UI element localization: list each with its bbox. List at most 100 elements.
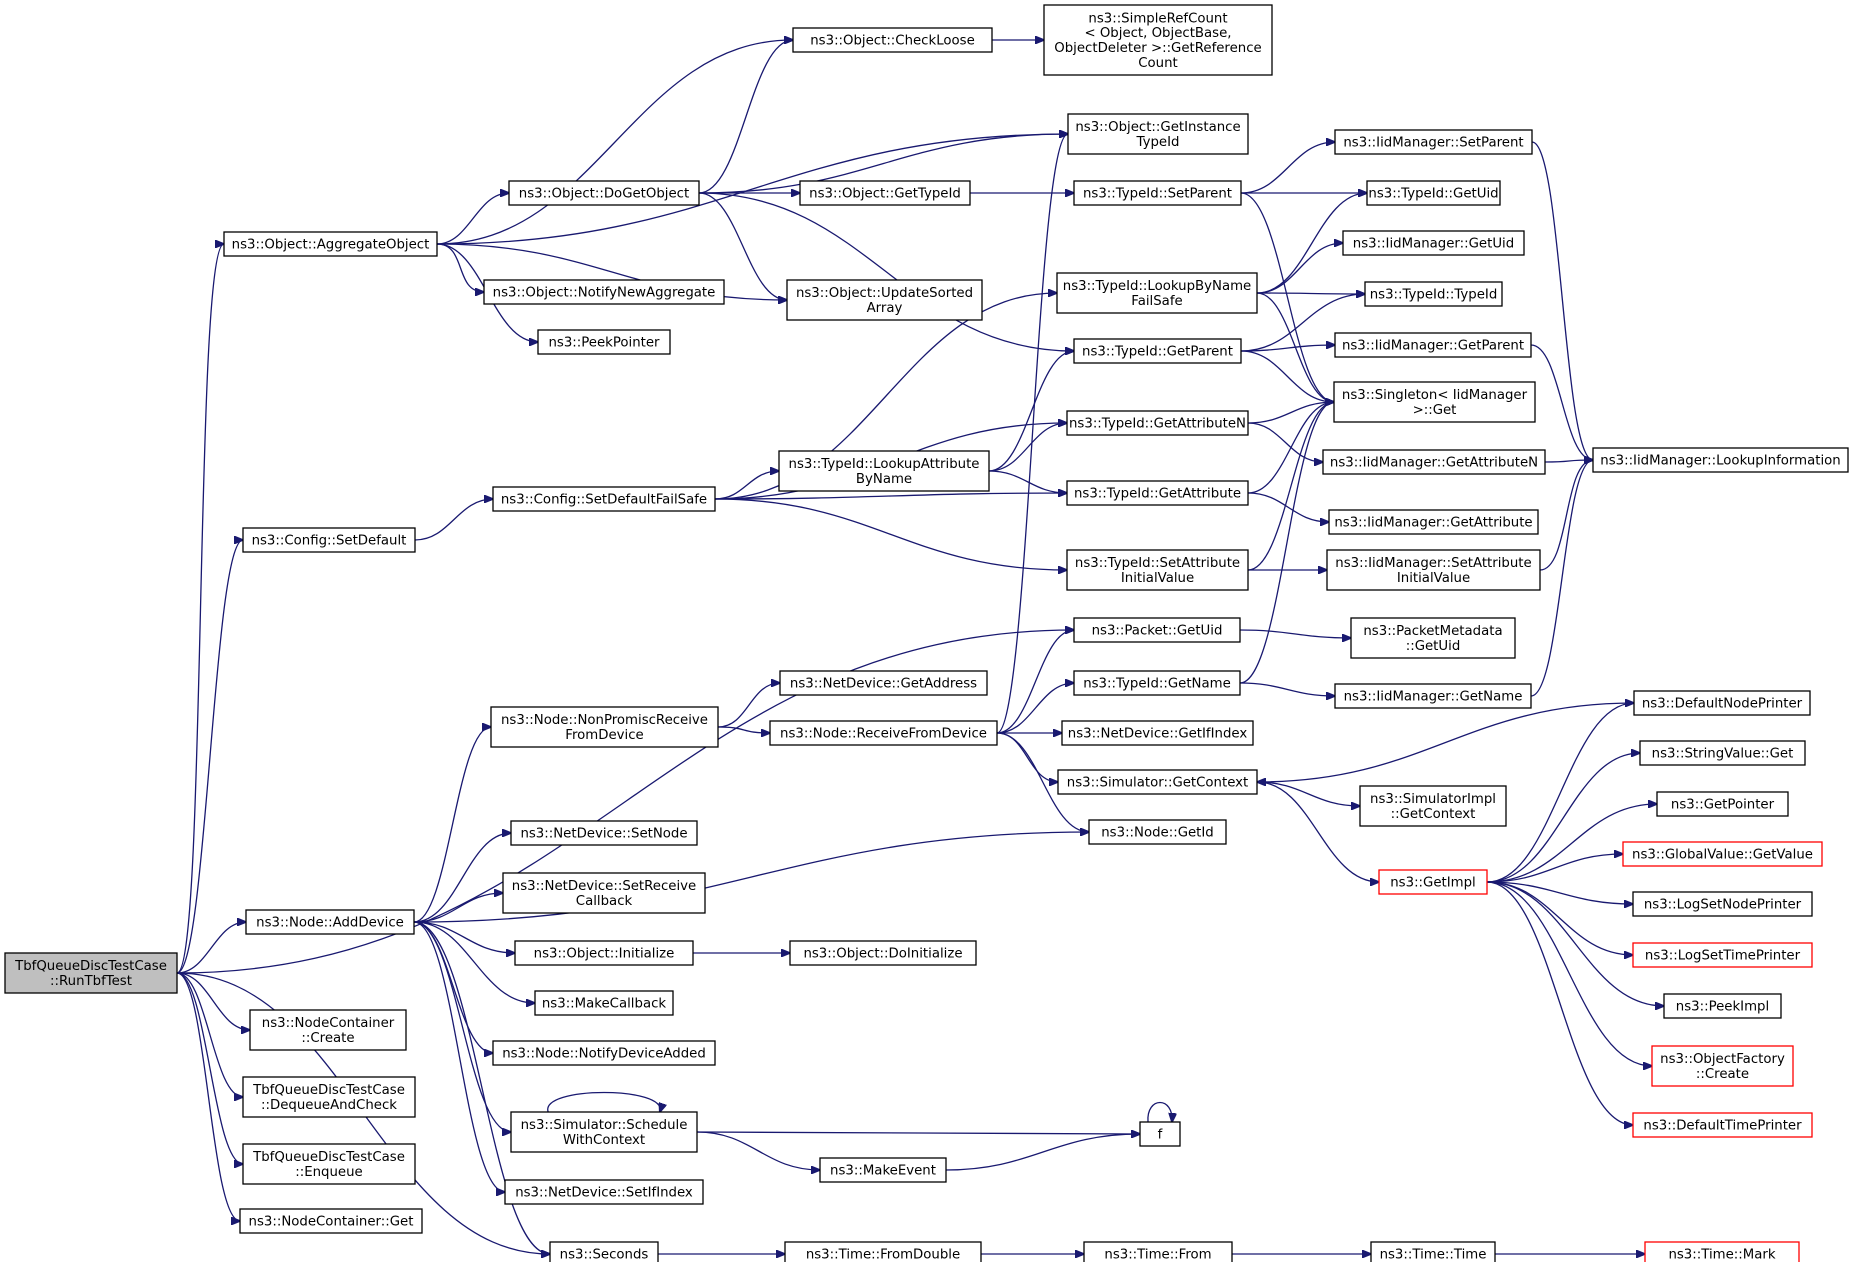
- node-f[interactable]: f: [1139, 1121, 1181, 1147]
- node-lognodeprinter[interactable]: ns3::LogSetNodePrinter: [1632, 891, 1813, 917]
- node-iidsetattr[interactable]: ns3::IidManager::SetAttributeInitialValu…: [1326, 549, 1541, 591]
- edge-adddev-to-seconds: [413, 921, 550, 1254]
- node-iidgetuid[interactable]: ns3::IidManager::GetUid: [1342, 230, 1525, 256]
- node-iidgetparent[interactable]: ns3::IidManager::GetParent: [1334, 332, 1532, 358]
- node-gvgetvalue[interactable]: ns3::GlobalValue::GetValue: [1622, 841, 1823, 867]
- node-adddev[interactable]: ns3::Node::AddDevice: [245, 909, 415, 935]
- node-defnodeprinter[interactable]: ns3::DefaultNodePrinter: [1633, 690, 1811, 716]
- node-setdeffs[interactable]: ns3::Config::SetDefaultFailSafe: [492, 486, 716, 512]
- node-simpleref[interactable]: ns3::SimpleRefCount< Object, ObjectBase,…: [1043, 4, 1273, 76]
- node-getparent[interactable]: ns3::TypeId::GetParent: [1073, 338, 1242, 364]
- node-timetime[interactable]: ns3::Time::Time: [1370, 1241, 1496, 1262]
- node-tgetuid[interactable]: ns3::TypeId::GetUid: [1366, 180, 1501, 206]
- node-root[interactable]: TbfQueueDiscTestCase::RunTbfTest: [4, 952, 178, 994]
- node-getaddr[interactable]: ns3::NetDevice::GetAddress: [779, 670, 988, 696]
- node-makecb[interactable]: ns3::MakeCallback: [534, 990, 674, 1016]
- node-pmuid[interactable]: ns3::PacketMetadata::GetUid: [1350, 617, 1516, 659]
- node-box: [537, 329, 671, 355]
- edge-schedctx-to-schedctx: [547, 1091, 661, 1113]
- node-tsetparent[interactable]: ns3::TypeId::SetParent: [1073, 180, 1242, 206]
- node-gettypeid[interactable]: ns3::Object::GetTypeId: [799, 180, 971, 206]
- node-checkloose[interactable]: ns3::Object::CheckLoose: [792, 27, 993, 53]
- node-iidgetattr[interactable]: ns3::IidManager::GetAttribute: [1328, 509, 1539, 535]
- node-box: [778, 450, 990, 492]
- node-label: ns3::Time::Time: [1380, 1248, 1487, 1262]
- node-enq[interactable]: TbfQueueDiscTestCase::Enqueue: [242, 1143, 416, 1185]
- node-tgetname[interactable]: ns3::TypeId::GetName: [1073, 670, 1241, 696]
- node-box: [242, 1076, 416, 1118]
- edge-getattrn-to-singleton: [1247, 402, 1334, 424]
- node-dogetobj[interactable]: ns3::Object::DoGetObject: [508, 180, 700, 206]
- node-lookupinfo[interactable]: ns3::IidManager::LookupInformation: [1592, 447, 1849, 473]
- node-iidgetattrn[interactable]: ns3::IidManager::GetAttributeN: [1322, 449, 1546, 475]
- node-label: ns3::Config::SetDefaultFailSafe: [501, 493, 707, 508]
- edge-iidsetparent-to-lookupinfo: [1531, 141, 1593, 460]
- node-recvfrom[interactable]: ns3::Node::ReceiveFromDevice: [769, 720, 998, 746]
- node-timemark[interactable]: ns3::Time::Mark: [1644, 1241, 1800, 1262]
- node-label: ns3::DefaultTimePrinter: [1643, 1119, 1802, 1134]
- node-objfactory[interactable]: ns3::ObjectFactory::Create: [1651, 1045, 1794, 1087]
- node-ncget[interactable]: ns3::NodeContainer::Get: [239, 1208, 423, 1234]
- node-label: ns3::IidManager::GetUid: [1353, 237, 1514, 252]
- node-timefrom[interactable]: ns3::Time::From: [1083, 1241, 1233, 1262]
- node-getifidx[interactable]: ns3::NetDevice::GetIfIndex: [1061, 720, 1254, 746]
- node-label: ns3::StringValue::Get: [1652, 747, 1794, 762]
- edge-layer: [176, 40, 1664, 1254]
- node-label: TypeId: [1136, 135, 1180, 150]
- node-agg[interactable]: ns3::Object::AggregateObject: [223, 231, 438, 257]
- node-setnode[interactable]: ns3::NetDevice::SetNode: [510, 820, 698, 846]
- node-getpointer[interactable]: ns3::GetPointer: [1656, 791, 1789, 817]
- node-deq[interactable]: TbfQueueDiscTestCase::DequeueAndCheck: [242, 1076, 416, 1118]
- node-getimpl[interactable]: ns3::GetImpl: [1378, 869, 1488, 895]
- edge-root-to-pktuid: [176, 630, 1074, 974]
- node-objinit[interactable]: ns3::Object::Initialize: [514, 940, 694, 966]
- node-deftimeprinter[interactable]: ns3::DefaultTimePrinter: [1632, 1112, 1813, 1138]
- node-fromdouble[interactable]: ns3::Time::FromDouble: [784, 1241, 982, 1262]
- node-peekimpl[interactable]: ns3::PeekImpl: [1663, 993, 1782, 1019]
- node-makeevent[interactable]: ns3::MakeEvent: [819, 1157, 947, 1183]
- node-nodegetid[interactable]: ns3::Node::GetId: [1088, 819, 1227, 845]
- node-label: ns3::GetPointer: [1671, 798, 1775, 813]
- node-pktuid[interactable]: ns3::Packet::GetUid: [1073, 617, 1241, 643]
- node-box: [786, 279, 983, 321]
- node-ttypeid[interactable]: ns3::TypeId::TypeId: [1364, 281, 1503, 307]
- node-seconds[interactable]: ns3::Seconds: [549, 1241, 659, 1262]
- node-singleton[interactable]: ns3::Singleton< IidManager >::Get: [1333, 381, 1536, 423]
- node-box: [784, 1241, 982, 1262]
- node-getattrn[interactable]: ns3::TypeId::GetAttributeN: [1066, 410, 1249, 436]
- node-getattr[interactable]: ns3::TypeId::GetAttribute: [1066, 480, 1249, 506]
- node-simctx[interactable]: ns3::Simulator::GetContext: [1057, 769, 1258, 795]
- node-label: ns3::PeekPointer: [548, 336, 660, 351]
- edge-agg-to-notifynew: [436, 243, 484, 292]
- edge-tgetname-to-iidgetname: [1239, 682, 1335, 696]
- node-iidgetname[interactable]: ns3::IidManager::GetName: [1334, 683, 1532, 709]
- node-box: [1073, 180, 1242, 206]
- node-doinit[interactable]: ns3::Object::DoInitialize: [789, 940, 977, 966]
- edge-getattrn-to-iidgetattrn: [1247, 422, 1323, 462]
- node-notifydev[interactable]: ns3::Node::NotifyDeviceAdded: [492, 1040, 716, 1066]
- node-box: [1334, 332, 1532, 358]
- node-peekptr[interactable]: ns3::PeekPointer: [537, 329, 671, 355]
- node-label: ns3::Object::Initialize: [534, 947, 675, 962]
- node-setdef[interactable]: ns3::Config::SetDefault: [242, 527, 416, 553]
- node-iidsetparent[interactable]: ns3::IidManager::SetParent: [1334, 129, 1533, 155]
- node-strvalget[interactable]: ns3::StringValue::Get: [1639, 740, 1806, 766]
- node-nccreate[interactable]: ns3::NodeContainer::Create: [249, 1009, 407, 1051]
- edge-nonpromisc-to-recvfrom: [717, 726, 770, 733]
- node-box: [514, 940, 694, 966]
- node-notifynew[interactable]: ns3::Object::NotifyNewAggregate: [483, 279, 725, 305]
- node-box: [245, 909, 415, 935]
- node-box: [508, 180, 700, 206]
- node-logtimeprinter[interactable]: ns3::LogSetTimePrinter: [1632, 942, 1813, 968]
- node-setifidx[interactable]: ns3::NetDevice::SetIfIndex: [504, 1179, 704, 1205]
- edge-agg-to-dogetobj: [436, 193, 509, 245]
- node-simimplctx[interactable]: ns3::SimulatorImpl::GetContext: [1359, 785, 1507, 827]
